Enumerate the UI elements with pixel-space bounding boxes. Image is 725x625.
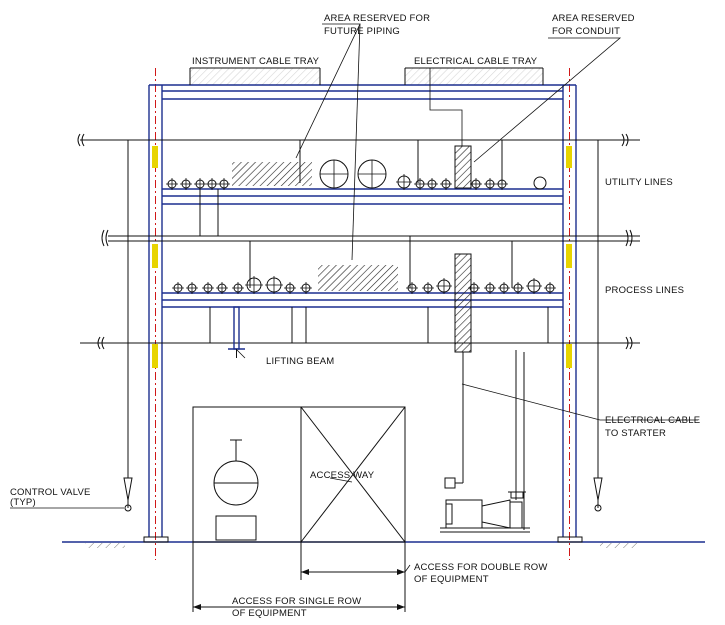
control-valve-left [123, 477, 133, 512]
label-double-row-1: ACCESS FOR DOUBLE ROW [414, 562, 548, 573]
left-column [143, 68, 169, 560]
future-piping-area-upper [232, 162, 312, 186]
label-electrical-cable-1: ELECTRICAL CABLE [605, 415, 700, 426]
annotations: AREA RESERVED FOR FUTURE PIPING AREA RES… [10, 13, 700, 619]
column-highlights [152, 146, 572, 368]
process-pipes [172, 276, 556, 294]
label-future-piping-2: FUTURE PIPING [324, 26, 400, 37]
lifting-beam [228, 306, 245, 358]
label-future-piping-1: AREA RESERVED FOR [324, 13, 430, 24]
dimension-single-row [192, 542, 406, 612]
label-utility-lines: UTILITY LINES [605, 177, 673, 188]
process-beam [162, 292, 563, 308]
label-control-valve-1: CONTROL VALVE [10, 487, 91, 498]
label-single-row-2: OF EQUIPMENT [232, 608, 307, 619]
electrical-cable-tray [404, 67, 544, 85]
label-electrical-tray: ELECTRICAL CABLE TRAY [414, 56, 538, 67]
label-access-way: ACCESS WAY [310, 470, 375, 481]
vessel-equipment [213, 439, 259, 541]
label-instrument-tray: INSTRUMENT CABLE TRAY [192, 56, 320, 67]
label-double-row-2: OF EQUIPMENT [414, 574, 489, 585]
ground-line [62, 541, 705, 548]
label-conduit-2: FOR CONDUIT [552, 26, 620, 37]
pump-motor [440, 350, 530, 533]
future-piping-area-lower [318, 265, 398, 291]
label-electrical-cable-2: TO STARTER [605, 428, 666, 439]
leader-lines [10, 23, 698, 573]
utility-beam [162, 188, 563, 205]
access-way-box [300, 406, 406, 543]
conduit-riser [454, 145, 472, 353]
label-control-valve-2: (TYP) [10, 497, 36, 508]
pipe-drops [127, 140, 599, 478]
right-column [557, 68, 583, 560]
label-process-lines: PROCESS LINES [605, 285, 684, 296]
instrument-cable-tray [189, 67, 321, 85]
top-beam [149, 84, 576, 100]
pipe-runs [77, 133, 640, 350]
label-conduit-1: AREA RESERVED [552, 13, 635, 24]
label-lifting-beam: LIFTING BEAM [266, 356, 334, 367]
equipment-single-row-box [192, 406, 302, 543]
utility-pipes [166, 159, 547, 190]
label-single-row-1: ACCESS FOR SINGLE ROW [232, 596, 361, 607]
control-valve-right [593, 477, 603, 512]
dimension-double-row [300, 542, 406, 580]
